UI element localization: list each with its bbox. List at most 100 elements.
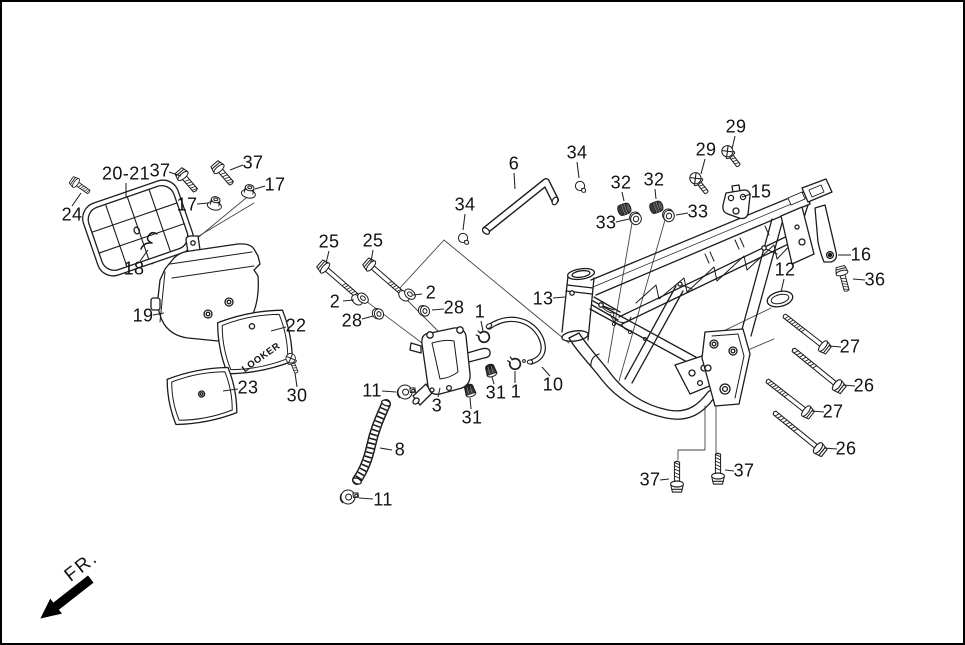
part-callout-33: 33 bbox=[595, 212, 617, 233]
part-callout-25: 25 bbox=[318, 231, 340, 252]
part-callout-23: 23 bbox=[237, 377, 259, 398]
leader-line bbox=[381, 390, 397, 393]
part-callout-1: 1 bbox=[474, 301, 486, 322]
cover-part-22: LOOKER bbox=[216, 309, 294, 375]
part-callout-2: 2 bbox=[425, 282, 437, 303]
leader-line bbox=[780, 278, 785, 293]
part-callout-25: 25 bbox=[362, 230, 384, 251]
leader-line bbox=[491, 376, 495, 385]
leader-line bbox=[412, 293, 423, 296]
part-callout-32: 32 bbox=[610, 172, 632, 193]
leader-line bbox=[842, 384, 856, 387]
part-callout-1: 1 bbox=[510, 381, 522, 402]
leader-line bbox=[552, 296, 566, 299]
part-callout-37: 37 bbox=[242, 152, 264, 173]
part-callout-8: 8 bbox=[394, 439, 406, 460]
grab-handle-part-6 bbox=[481, 178, 559, 235]
part-callout-2: 2 bbox=[329, 291, 341, 312]
leader-line bbox=[294, 372, 298, 388]
part-callout-37: 37 bbox=[733, 460, 755, 481]
part-callout-31: 31 bbox=[461, 407, 483, 428]
part-callout-17: 17 bbox=[264, 174, 286, 195]
part-callout-16: 16 bbox=[850, 244, 872, 265]
leader-line bbox=[654, 188, 657, 200]
leader-line bbox=[741, 193, 752, 198]
leader-line bbox=[828, 345, 842, 348]
leader-line bbox=[379, 447, 393, 451]
part-callout-27: 27 bbox=[822, 401, 844, 422]
leader-line bbox=[576, 161, 580, 179]
part-callout-20-21: 20-21 bbox=[101, 163, 151, 184]
leader-line bbox=[222, 388, 239, 392]
leader-line bbox=[358, 497, 374, 500]
leader-line bbox=[675, 212, 689, 216]
leader-line bbox=[152, 312, 165, 316]
fuel-valve-part-3 bbox=[409, 326, 491, 406]
part-callout-22: 22 bbox=[285, 315, 307, 336]
leader-line bbox=[469, 397, 472, 410]
leader-line bbox=[254, 185, 266, 190]
leader-line bbox=[615, 218, 630, 223]
leader-line bbox=[823, 447, 838, 450]
part-callout-36: 36 bbox=[864, 269, 886, 290]
part-callout-3: 3 bbox=[431, 395, 443, 416]
frame-body-part bbox=[561, 178, 838, 420]
part-callout-34: 34 bbox=[566, 142, 588, 163]
leader-line bbox=[229, 164, 244, 171]
part-callout-37: 37 bbox=[149, 160, 171, 181]
leader-line bbox=[437, 387, 441, 398]
part-callout-17: 17 bbox=[176, 194, 198, 215]
leader-line bbox=[71, 192, 82, 207]
stay-part-16 bbox=[828, 253, 832, 257]
leader-line bbox=[724, 469, 735, 472]
part-callout-18: 18 bbox=[123, 258, 145, 279]
leader-line bbox=[139, 249, 149, 262]
leader-line bbox=[370, 249, 374, 263]
part-callout-29: 29 bbox=[695, 139, 717, 160]
leader-line bbox=[480, 320, 484, 332]
part-callout-29: 29 bbox=[725, 116, 747, 137]
leader-line bbox=[325, 250, 330, 264]
part-callout-37: 37 bbox=[639, 469, 661, 490]
part-callout-26: 26 bbox=[835, 438, 857, 459]
part-callout-32: 32 bbox=[643, 169, 665, 190]
part-callout-33: 33 bbox=[687, 201, 709, 222]
leader-line bbox=[852, 278, 866, 281]
hook-clip-part-18 bbox=[140, 231, 158, 250]
part-callout-26: 26 bbox=[853, 375, 875, 396]
part-callout-28: 28 bbox=[341, 310, 363, 331]
leader-line bbox=[168, 171, 182, 177]
leader-line bbox=[513, 172, 516, 190]
coiled-hose-part-8 bbox=[352, 399, 391, 485]
part-callout-12: 12 bbox=[774, 259, 796, 280]
part-callout-19: 19 bbox=[132, 305, 154, 326]
leader-line bbox=[700, 158, 706, 175]
part-callout-31: 31 bbox=[485, 382, 507, 403]
leader-line bbox=[541, 366, 551, 377]
grommet-part-12 bbox=[766, 290, 794, 308]
part-callout-15: 15 bbox=[750, 181, 772, 202]
part-callout-11: 11 bbox=[362, 380, 382, 401]
leader-line bbox=[731, 135, 736, 150]
part-callout-6: 6 bbox=[508, 153, 520, 174]
part-callout-24: 24 bbox=[61, 204, 83, 225]
fuel-hose-part-10 bbox=[485, 316, 546, 365]
leader-line bbox=[811, 410, 825, 413]
part-callout-28: 28 bbox=[443, 297, 465, 318]
leader-line bbox=[659, 478, 670, 481]
leader-line bbox=[462, 213, 466, 231]
leader-line bbox=[196, 202, 209, 205]
part-callout-13: 13 bbox=[532, 288, 554, 309]
cover-part-23 bbox=[166, 366, 238, 426]
part-callout-27: 27 bbox=[839, 336, 861, 357]
leader-line bbox=[431, 308, 445, 311]
leader-line bbox=[270, 326, 287, 332]
part-callout-10: 10 bbox=[542, 374, 564, 395]
part-callout-34: 34 bbox=[454, 194, 476, 215]
leader-line bbox=[342, 299, 355, 302]
part-callout-30: 30 bbox=[286, 385, 308, 406]
part-callout-11: 11 bbox=[373, 489, 393, 510]
